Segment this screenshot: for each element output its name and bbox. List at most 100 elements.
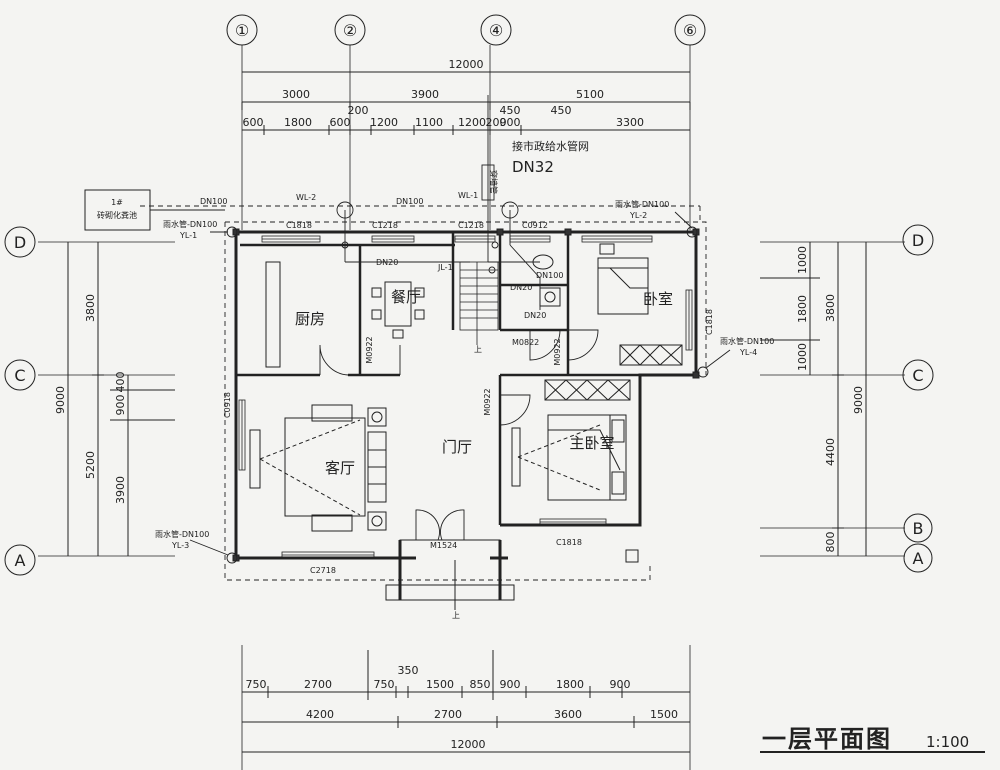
axis-right-d: D — [912, 231, 924, 250]
yl1-label: YL-1 — [179, 231, 197, 240]
room-dining: 餐厅 — [391, 288, 421, 306]
yl4-label: YL-4 — [739, 348, 757, 357]
right-dim-1000a: 1000 — [796, 246, 809, 274]
top-dim-200a: 200 — [348, 104, 369, 117]
axis-right-b: B — [913, 519, 924, 538]
water-main-label: 接市政给水管网 — [512, 139, 589, 153]
top-dim-900: 900 — [500, 116, 521, 129]
bot-dim-850: 850 — [470, 678, 491, 691]
building-walls — [234, 230, 698, 600]
top-dim-1800: 1800 — [284, 116, 312, 129]
site-boundary — [140, 205, 707, 581]
drawing-title: 一层平面图 — [762, 725, 892, 753]
pipe-sleeve: 穿墙管 — [489, 170, 499, 194]
right-dim-total: 9000 — [852, 386, 865, 414]
door-m0822: M0822 — [512, 338, 539, 347]
bot-dim-900a: 900 — [500, 678, 521, 691]
bottom-dimension-lines — [242, 650, 690, 753]
master-wardrobe — [544, 379, 631, 401]
axis-lines — [38, 45, 905, 770]
top-dim-3900: 3900 — [411, 88, 439, 101]
porch-steps — [385, 539, 515, 610]
bot-dim-2700b: 2700 — [434, 708, 462, 721]
top-dim-450b: 450 — [551, 104, 572, 117]
porch-up: 上 — [452, 611, 460, 620]
yl3-label: YL-3 — [171, 541, 189, 550]
bot-dim-750a: 750 — [246, 678, 267, 691]
axis-top-6: ⑥ — [683, 21, 697, 40]
left-dim-3900: 3900 — [114, 476, 127, 504]
left-dim-3800: 3800 — [84, 294, 97, 322]
top-dim-total: 12000 — [449, 58, 484, 71]
window-c1818-b: C1818 — [556, 538, 582, 547]
window-c1818-a: C1818 — [286, 221, 312, 230]
left-dim-900: 900 — [114, 395, 127, 416]
bot-dim-4200: 4200 — [306, 708, 334, 721]
dn20-c: DN20 — [524, 311, 546, 320]
window-c1818-right: C1818 — [705, 309, 714, 335]
interior-walls — [236, 232, 640, 525]
top-dim-1200a: 1200 — [370, 116, 398, 129]
top-dim-200b: 200 — [486, 116, 507, 129]
window-c1218-a: C1218 — [372, 221, 398, 230]
axis-top-4: ④ — [489, 21, 503, 40]
wl2-label: WL-2 — [296, 193, 316, 202]
rain-yl4: 雨水管-DN100 — [720, 336, 774, 346]
bathroom-fixtures — [532, 254, 561, 307]
windows — [238, 235, 693, 559]
bot-dim-1500b: 1500 — [650, 708, 678, 721]
septic-tank — [84, 189, 151, 231]
kitchen-counter — [265, 261, 281, 368]
bedroom-wardrobe — [619, 344, 683, 366]
septic-label: 砖砌化粪池 — [97, 210, 137, 220]
staircase — [459, 261, 499, 345]
rain-yl3: 雨水管-DN100 — [155, 529, 209, 539]
right-dim-1000b: 1000 — [796, 343, 809, 371]
living-sofa-set — [249, 404, 387, 532]
dn20-a: DN20 — [376, 258, 398, 267]
right-dim-4400: 4400 — [824, 438, 837, 466]
axis-top-2: ② — [343, 21, 357, 40]
bot-dim-350: 350 — [398, 664, 419, 677]
rain-yl2: 雨水管-DN100 — [615, 199, 669, 209]
window-c1218-b: C1218 — [458, 221, 484, 230]
dn100-bath: DN100 — [536, 271, 563, 280]
doors — [319, 329, 599, 541]
dn32-label: DN32 — [512, 158, 554, 176]
right-dim-800: 800 — [824, 532, 837, 553]
window-c2718: C2718 — [310, 566, 336, 575]
top-dim-600b: 600 — [330, 116, 351, 129]
room-kitchen: 厨房 — [295, 310, 325, 328]
yl2-label: YL-2 — [629, 211, 647, 220]
right-dimension-lines — [760, 242, 867, 556]
right-dim-3800: 3800 — [824, 294, 837, 322]
septic-number: 1# — [111, 198, 123, 207]
room-living: 客厅 — [325, 459, 355, 477]
top-dim-450a: 450 — [500, 104, 521, 117]
wl1-label: WL-1 — [458, 191, 478, 200]
master-bed — [511, 414, 639, 563]
axis-left-d: D — [14, 233, 26, 252]
axis-left-c: C — [14, 366, 25, 385]
dn100-mid: DN100 — [396, 197, 423, 206]
top-dim-1100: 1100 — [415, 116, 443, 129]
axis-right-c: C — [912, 366, 923, 385]
right-dim-1800: 1800 — [796, 295, 809, 323]
left-dim-total: 9000 — [54, 386, 67, 414]
door-m0922-bath: M0922 — [553, 338, 562, 365]
dn100-left: DN100 — [200, 197, 227, 206]
door-m0922-foyer: M0922 — [483, 388, 492, 415]
bedroom-bed — [597, 243, 649, 315]
top-dim-3300: 3300 — [616, 116, 644, 129]
left-dimension-lines — [67, 242, 175, 556]
window-c0912: C0912 — [522, 221, 548, 230]
axis-left-a: A — [15, 551, 26, 570]
bot-dim-1500a: 1500 — [426, 678, 454, 691]
axis-right-a: A — [913, 549, 924, 568]
top-dim-1200b: 1200 — [458, 116, 486, 129]
left-dim-400: 400 — [114, 372, 127, 393]
dining-table — [371, 281, 425, 339]
bot-dim-1800: 1800 — [556, 678, 584, 691]
top-dim-5100: 5100 — [576, 88, 604, 101]
water-pipes — [150, 95, 731, 564]
